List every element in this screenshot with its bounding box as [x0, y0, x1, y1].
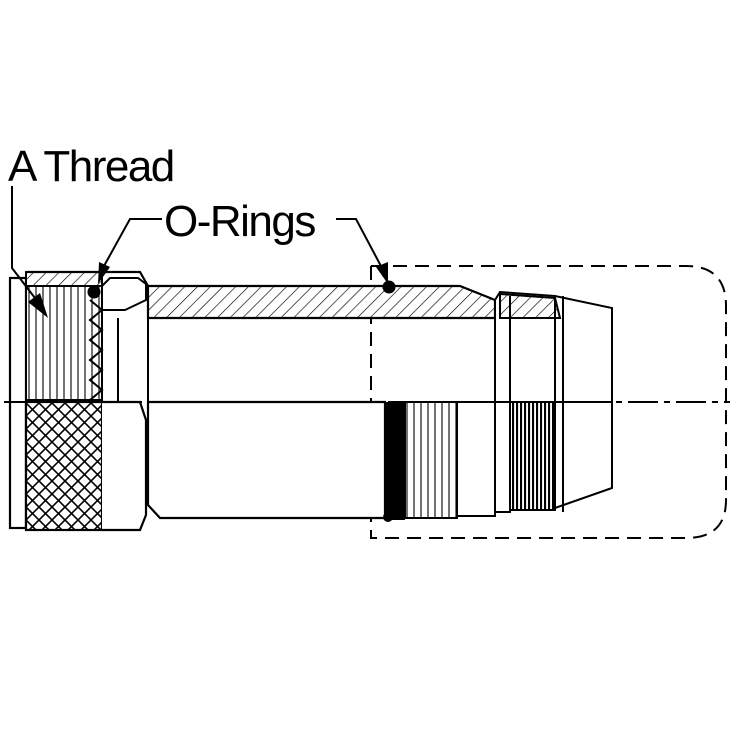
a-thread-teeth	[88, 299, 104, 401]
body-tube	[26, 270, 497, 520]
o-ring-bottom	[383, 512, 393, 522]
a-thread-label: A Thread	[8, 142, 174, 191]
o-rings-leader-left	[98, 218, 162, 284]
tube-wall-section	[146, 284, 497, 320]
o-rings-label: O-Rings	[164, 197, 315, 246]
o-rings-leader-right	[336, 218, 388, 284]
dashed-envelope-outline	[370, 265, 727, 539]
a-thread-leader	[11, 186, 48, 318]
mid-ring	[385, 401, 496, 520]
o-ring-rear	[382, 280, 396, 294]
knurled-grip	[24, 400, 104, 532]
rear-grommet	[494, 290, 613, 513]
tube-lower-body	[146, 400, 387, 520]
grommet-ribs	[509, 401, 556, 511]
coupling-nut	[8, 271, 148, 532]
o-ring-front	[87, 285, 101, 299]
